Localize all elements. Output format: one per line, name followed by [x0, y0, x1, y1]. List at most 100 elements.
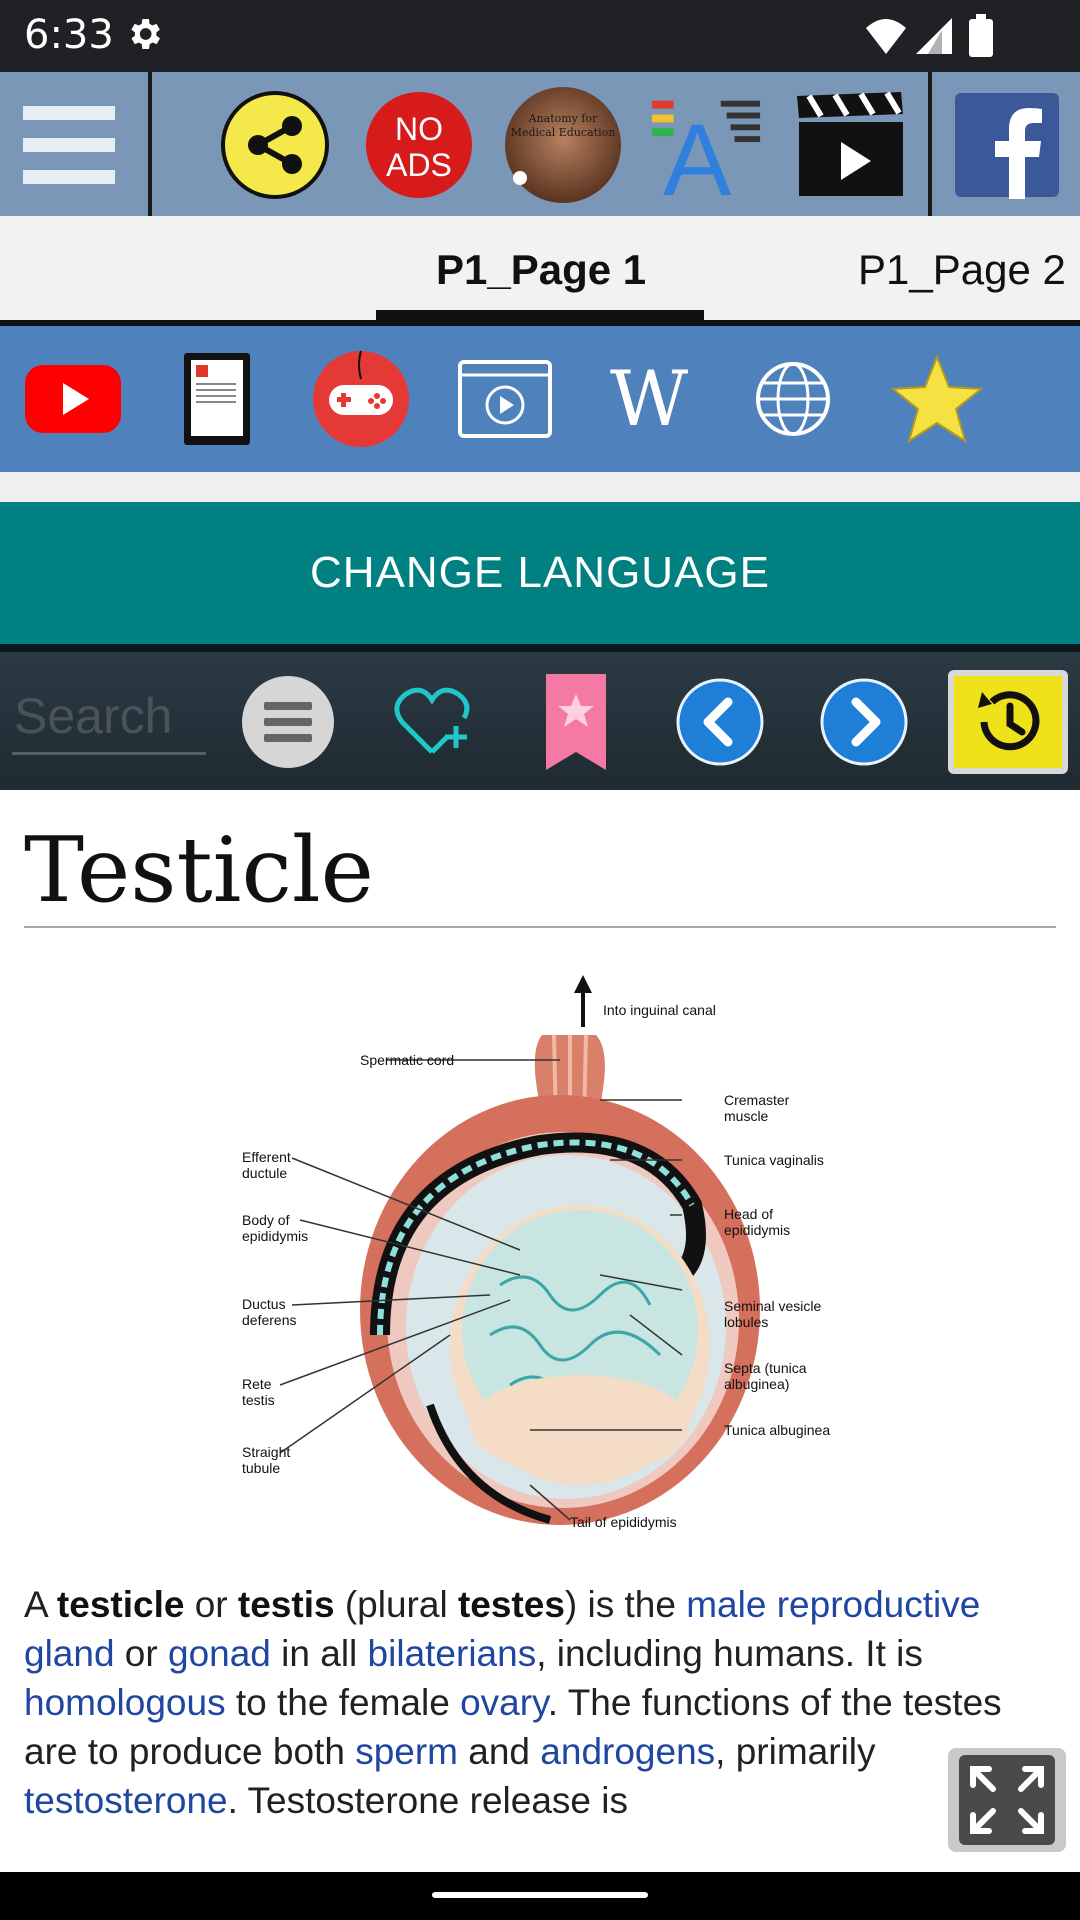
share-button[interactable]: [216, 86, 334, 204]
svg-text:Spermatic cord: Spermatic cord: [360, 1052, 454, 1068]
add-favorite-button[interactable]: [382, 672, 482, 772]
svg-text:W: W: [610, 359, 688, 439]
toolbar-divider: [928, 72, 932, 216]
svg-text:Into inguinal canal: Into inguinal canal: [603, 1002, 716, 1018]
no-ads-icon: NO ADS: [366, 92, 472, 198]
link-sperm[interactable]: sperm: [355, 1731, 458, 1772]
bold-term: testis: [237, 1584, 335, 1625]
svg-text:Body of: Body of: [242, 1212, 290, 1228]
video-clapper-button[interactable]: [792, 86, 910, 204]
chevron-right-icon: [820, 678, 908, 766]
toolbar-divider: [148, 72, 152, 216]
home-gesture-handle[interactable]: [432, 1892, 648, 1898]
chevron-left-icon: [676, 678, 764, 766]
link-bilaterians[interactable]: bilaterians: [367, 1633, 537, 1674]
search-toolbar: [0, 652, 1080, 790]
wikipedia-icon: W: [610, 359, 688, 439]
link-androgens[interactable]: androgens: [540, 1731, 716, 1772]
article-paragraph: A testicle or testis (plural testes) is …: [24, 1584, 1002, 1821]
divider: [0, 644, 1080, 652]
tab-p1-page-2[interactable]: P1_Page 2: [858, 246, 1066, 293]
previous-page-button[interactable]: [670, 672, 770, 772]
link-male-reproductive-gland[interactable]: male reproductive gland: [24, 1584, 981, 1674]
link-gonad[interactable]: gonad: [168, 1633, 271, 1674]
svg-text:Rete: Rete: [242, 1376, 272, 1392]
selected-tab-indicator: [376, 310, 704, 322]
svg-text:Ductus: Ductus: [242, 1296, 286, 1312]
svg-text:albuginea): albuginea): [724, 1376, 789, 1392]
globe-icon: [756, 362, 830, 436]
list-menu-icon: [242, 676, 334, 768]
bold-term: testicle: [56, 1584, 185, 1625]
no-ads-button[interactable]: NO ADS: [360, 86, 478, 204]
status-bar: 6:33: [0, 0, 1080, 72]
bookmark-button[interactable]: [526, 672, 626, 772]
heart-plus-icon: [394, 687, 470, 754]
svg-text:deferens: deferens: [242, 1312, 296, 1328]
contents-menu-button[interactable]: [238, 672, 338, 772]
history-clock-icon: [954, 676, 1062, 768]
video-window-icon: [458, 360, 552, 438]
app-toolbar: NO ADS Anatomy for Medical Education: [0, 72, 1080, 216]
svg-text:NO: NO: [395, 111, 443, 147]
book-anatomy-button[interactable]: Anatomy for Medical Education: [504, 86, 622, 204]
hamburger-menu-icon: [23, 106, 115, 184]
facebook-icon: [955, 93, 1059, 199]
ebook-button[interactable]: [158, 340, 276, 458]
tabs-divider: [0, 320, 1080, 326]
svg-text:Tunica vaginalis: Tunica vaginalis: [724, 1152, 824, 1168]
share-icon: [221, 91, 329, 199]
settings-gear-icon: [131, 19, 160, 49]
menu-hamburger-button[interactable]: [10, 86, 128, 204]
svg-text:Anatomy for: Anatomy for: [528, 112, 598, 125]
svg-text:Efferent: Efferent: [242, 1149, 291, 1165]
svg-text:ductule: ductule: [242, 1165, 287, 1181]
anatomy-book-icon: Anatomy for Medical Education: [505, 87, 621, 203]
svg-text:Cremaster: Cremaster: [724, 1092, 790, 1108]
system-nav-bar: [0, 1872, 1080, 1920]
svg-text:Tunica albuginea: Tunica albuginea: [724, 1422, 830, 1438]
wikipedia-button[interactable]: W: [590, 340, 708, 458]
svg-text:Head of: Head of: [724, 1206, 773, 1222]
gamepad-icon: [313, 350, 409, 447]
web-browser-button[interactable]: [734, 340, 852, 458]
svg-text:Seminal vesicle: Seminal vesicle: [724, 1298, 821, 1314]
article-title: Testicle: [24, 818, 374, 923]
link-ovary[interactable]: ovary: [460, 1682, 548, 1723]
video-player-button[interactable]: [446, 340, 564, 458]
text-size-button[interactable]: A: [648, 86, 766, 204]
change-language-button[interactable]: CHANGE LANGUAGE: [0, 502, 1080, 644]
link-testosterone[interactable]: testosterone: [24, 1780, 228, 1821]
font-size-icon: A: [651, 100, 761, 200]
star-icon: [890, 354, 984, 444]
history-button[interactable]: [948, 670, 1068, 774]
svg-text:A: A: [663, 102, 731, 200]
youtube-icon: [25, 365, 121, 433]
link-homologous[interactable]: homologous: [24, 1682, 226, 1723]
page-tabs: P1_Page 1 P1_Page 2: [0, 216, 1080, 326]
fullscreen-button[interactable]: [948, 1748, 1066, 1852]
title-divider: [24, 926, 1056, 928]
clapperboard-icon: [797, 91, 903, 196]
status-time: 6:33: [24, 12, 114, 58]
battery-icon: [969, 14, 993, 57]
search-input[interactable]: [12, 680, 206, 755]
svg-text:Tail of epididymis: Tail of epididymis: [570, 1514, 677, 1530]
svg-text:ADS: ADS: [386, 147, 452, 183]
facebook-button[interactable]: [952, 86, 1062, 204]
svg-text:epididymis: epididymis: [242, 1228, 308, 1244]
wifi-icon: [866, 19, 906, 54]
games-button[interactable]: [302, 340, 420, 458]
svg-text:Medical Education: Medical Education: [511, 126, 616, 139]
next-page-button[interactable]: [814, 672, 914, 772]
favorites-star-button[interactable]: [878, 340, 996, 458]
testis-anatomy-diagram: Into inguinal canal Spermatic cord Crema…: [242, 975, 830, 1530]
svg-text:lobules: lobules: [724, 1314, 768, 1330]
tab-p1-page-1[interactable]: P1_Page 1: [436, 246, 647, 293]
svg-text:tubule: tubule: [242, 1460, 280, 1476]
youtube-button[interactable]: [14, 340, 132, 458]
media-toolbar: W: [0, 326, 1080, 472]
spacer: [0, 472, 1080, 502]
ebook-reader-icon: [184, 353, 250, 445]
expand-fullscreen-icon: [959, 1755, 1055, 1845]
